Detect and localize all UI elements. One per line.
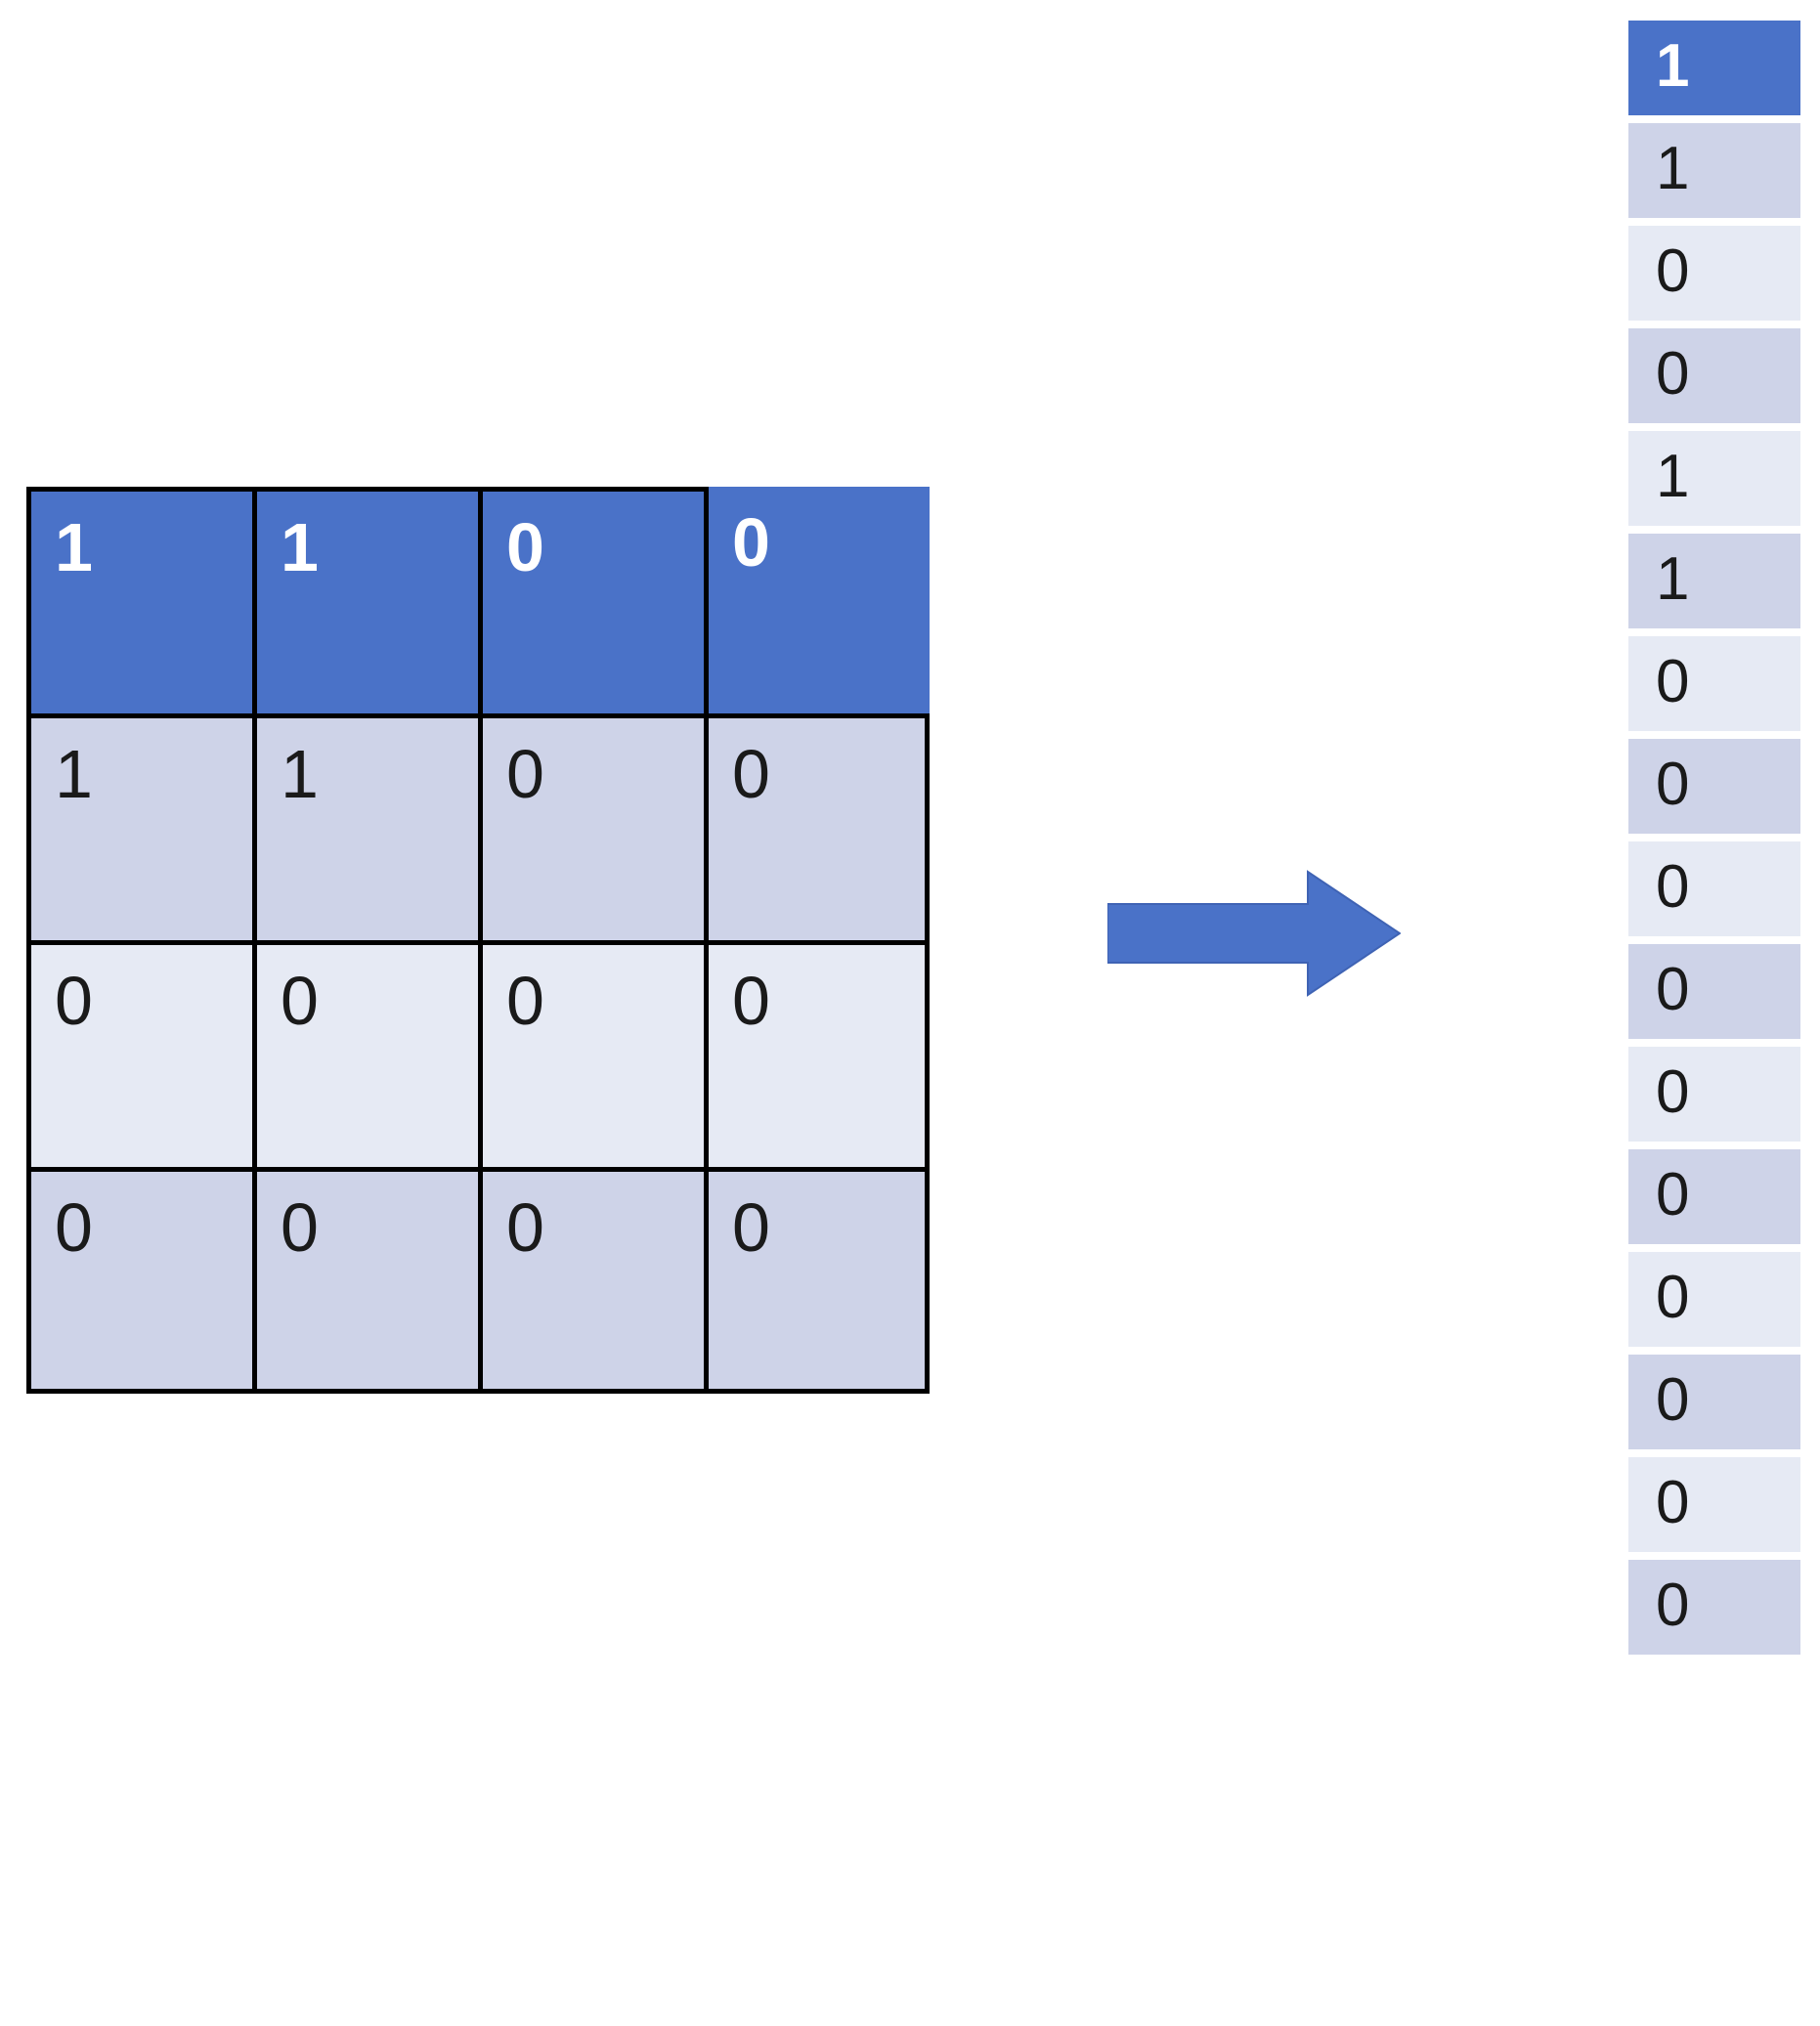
- flatten-arrow: [1107, 870, 1401, 997]
- matrix-cell: 0: [704, 713, 930, 940]
- vector-cell: 0: [1628, 1355, 1800, 1449]
- vector-cell: 1: [1628, 123, 1800, 218]
- matrix-cell: 0: [704, 1167, 930, 1394]
- matrix-cell: 0: [478, 487, 704, 713]
- matrix-cell: 0: [478, 940, 704, 1167]
- vector-cell: 0: [1628, 841, 1800, 936]
- matrix-cell: 1: [26, 487, 252, 713]
- vector-cell: 0: [1628, 636, 1800, 731]
- matrix-cell: 0: [26, 1167, 252, 1394]
- vector-cell: 0: [1628, 1560, 1800, 1655]
- matrix-cell: 0: [252, 1167, 478, 1394]
- matrix-cell: 0: [478, 713, 704, 940]
- matrix-cell: 1: [252, 487, 478, 713]
- vector-cell: 0: [1628, 1252, 1800, 1347]
- vector-cell: 1: [1628, 431, 1800, 526]
- matrix-cell: 0: [26, 940, 252, 1167]
- matrix-cell: 0: [478, 1167, 704, 1394]
- vector-cell: 0: [1628, 1457, 1800, 1552]
- vector-cell: 1: [1628, 534, 1800, 628]
- vector-cell: 1: [1628, 21, 1800, 115]
- matrix-cell: 1: [252, 713, 478, 940]
- vector-cell: 0: [1628, 1149, 1800, 1244]
- matrix-cell: 0: [252, 940, 478, 1167]
- matrix-cell: 1: [26, 713, 252, 940]
- vector-cell: 0: [1628, 328, 1800, 423]
- vector-cell: 0: [1628, 1047, 1800, 1142]
- vector-cell: 0: [1628, 944, 1800, 1039]
- matrix-cell: 0: [704, 487, 930, 713]
- right-arrow-icon: [1107, 870, 1401, 997]
- vector-cell: 0: [1628, 226, 1800, 321]
- matrix-cell: 0: [704, 940, 930, 1167]
- vector-cell: 0: [1628, 739, 1800, 834]
